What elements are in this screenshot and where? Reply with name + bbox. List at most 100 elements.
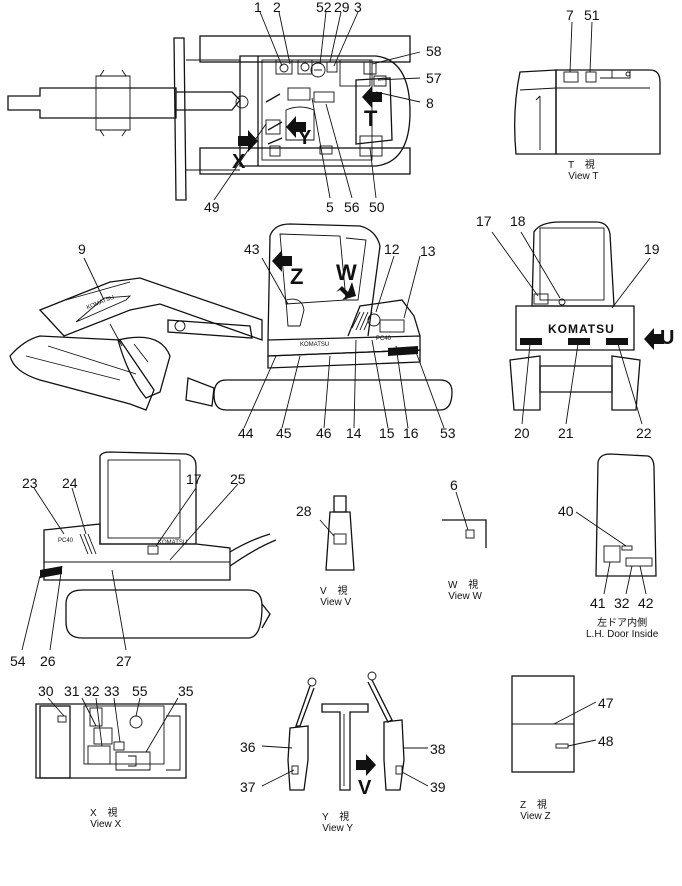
callout-17-left: 17 — [186, 471, 202, 487]
caption-view-y: Y 視 View Y — [322, 812, 353, 834]
caption-view-v: V 視 View V — [320, 586, 351, 608]
callout-55: 55 — [132, 683, 148, 699]
view-letter-v: V — [358, 777, 372, 799]
view-z-drawing — [511, 675, 597, 773]
callout-51: 51 — [584, 7, 600, 23]
komatsu-mark-rear: KOMATSU — [548, 322, 615, 336]
callout-26: 26 — [40, 653, 56, 669]
callout-57: 57 — [426, 70, 442, 86]
callout-38: 38 — [430, 741, 446, 757]
callout-41: 41 — [590, 595, 606, 611]
caption-view-z: Z 視 View Z — [520, 800, 551, 822]
callout-56: 56 — [344, 199, 360, 215]
callout-18: 18 — [510, 213, 526, 229]
left-side-view-drawing — [21, 451, 277, 651]
callout-6: 6 — [450, 477, 458, 493]
model-mark-left: PC40 — [58, 538, 74, 544]
side-view-drawing — [9, 223, 453, 429]
caption-view-x: X 視 View X — [90, 808, 121, 830]
callout-29: 29 — [334, 0, 350, 15]
view-y-drawing — [261, 671, 429, 791]
caption-lh-door-en: L.H. Door Inside — [586, 629, 659, 640]
callout-32-x: 32 — [84, 683, 100, 699]
callout-49: 49 — [204, 199, 220, 215]
callout-43: 43 — [244, 241, 260, 257]
lh-door-drawing — [575, 453, 657, 595]
callout-42: 42 — [638, 595, 654, 611]
caption-view-v-en: View V — [320, 597, 352, 608]
caption-view-x-jp: X 視 — [90, 808, 122, 819]
callout-53: 53 — [440, 425, 456, 441]
callout-28: 28 — [296, 503, 312, 519]
callout-20: 20 — [514, 425, 530, 441]
callout-21: 21 — [558, 425, 574, 441]
callout-48: 48 — [598, 733, 614, 749]
callout-54: 54 — [10, 653, 26, 669]
caption-view-w: W 視 View W — [448, 580, 482, 602]
view-letter-x: X — [232, 151, 246, 173]
view-t-drawing — [514, 21, 661, 155]
caption-view-y-en: View Y — [322, 823, 354, 834]
callout-58: 58 — [426, 43, 442, 59]
callout-32-door: 32 — [614, 595, 630, 611]
callout-25: 25 — [230, 471, 246, 487]
callout-50: 50 — [369, 199, 385, 215]
komatsu-mark-left: KOMATSU — [158, 540, 188, 546]
callout-14: 14 — [346, 425, 362, 441]
callout-39: 39 — [430, 779, 446, 795]
callout-35: 35 — [178, 683, 194, 699]
caption-view-x-en: View X — [90, 819, 122, 830]
callout-1: 1 — [254, 0, 262, 15]
callout-9: 9 — [78, 241, 86, 257]
model-mark-side: PC40 — [376, 336, 392, 342]
view-v-drawing — [319, 495, 355, 571]
view-letter-z: Z — [290, 264, 304, 289]
callout-19: 19 — [644, 241, 660, 257]
caption-view-z-jp: Z 視 — [520, 800, 551, 811]
callout-36: 36 — [240, 739, 256, 755]
callout-16: 16 — [403, 425, 419, 441]
callout-15: 15 — [379, 425, 395, 441]
caption-view-v-jp: V 視 — [320, 586, 352, 597]
caption-view-t-en: View T — [568, 171, 599, 182]
caption-lh-door: 左ドア内側 L.H. Door Inside — [586, 618, 658, 640]
callout-13: 13 — [420, 243, 436, 259]
caption-view-y-jp: Y 視 — [322, 812, 354, 823]
view-letter-y: Y — [298, 127, 312, 149]
callout-27: 27 — [116, 653, 132, 669]
caption-view-w-en: View W — [448, 591, 482, 602]
view-letter-w: W — [336, 260, 357, 285]
view-x-drawing — [35, 697, 187, 779]
caption-view-z-en: View Z — [520, 811, 551, 822]
callout-23: 23 — [22, 475, 38, 491]
callout-40: 40 — [558, 503, 574, 519]
callout-52: 52 — [316, 0, 332, 15]
callout-12: 12 — [384, 241, 400, 257]
caption-view-t: T 視 View T — [568, 160, 599, 182]
callout-7: 7 — [566, 7, 574, 23]
top-view-drawing — [7, 11, 421, 201]
callout-30: 30 — [38, 683, 54, 699]
caption-view-w-jp: W 視 — [448, 580, 483, 591]
view-letter-u: U — [660, 327, 675, 349]
callout-46: 46 — [316, 425, 332, 441]
callout-5: 5 — [326, 199, 334, 215]
view-u-drawing — [491, 221, 664, 425]
callout-45: 45 — [276, 425, 292, 441]
callout-17-rear: 17 — [476, 213, 492, 229]
callout-22: 22 — [636, 425, 652, 441]
callout-33: 33 — [104, 683, 120, 699]
view-w-drawing — [442, 491, 487, 548]
callout-3: 3 — [354, 0, 362, 15]
callout-37: 37 — [240, 779, 256, 795]
callout-2: 2 — [273, 0, 281, 15]
callout-24: 24 — [62, 475, 78, 491]
callout-31: 31 — [64, 683, 80, 699]
komatsu-mark-side: KOMATSU — [300, 342, 330, 348]
callout-47: 47 — [598, 695, 614, 711]
callout-44: 44 — [238, 425, 254, 441]
caption-lh-door-jp: 左ドア内側 — [597, 618, 648, 629]
callout-8: 8 — [426, 95, 434, 111]
